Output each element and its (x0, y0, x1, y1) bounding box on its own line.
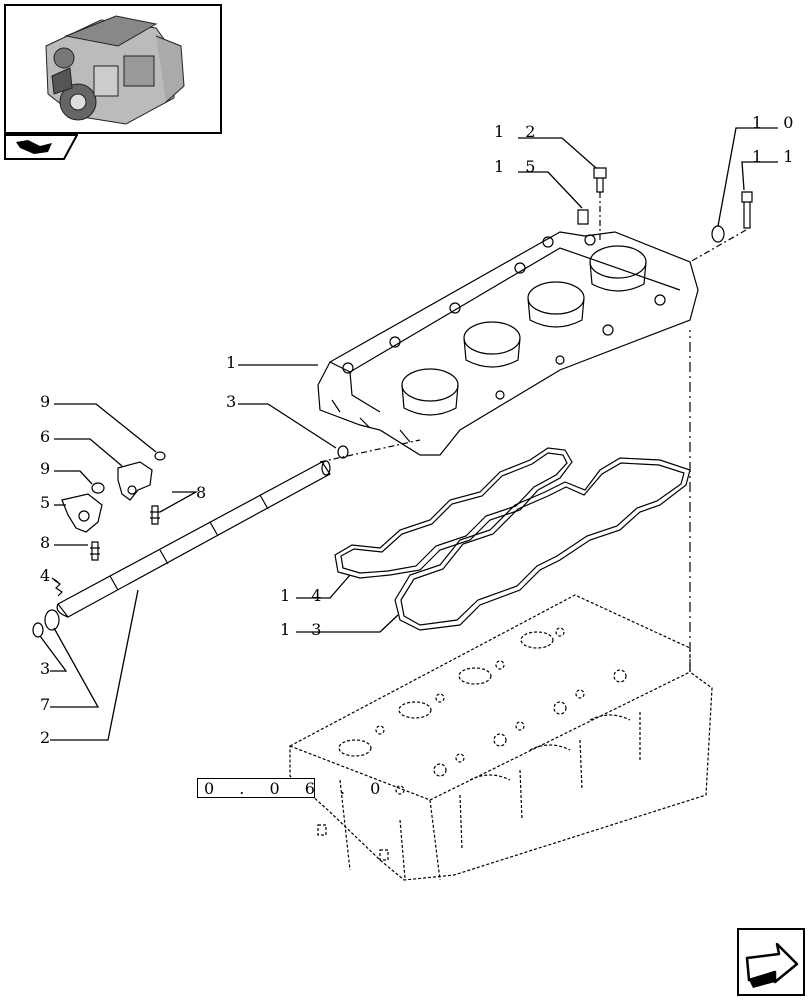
callout-14[interactable]: 1 4 (280, 586, 330, 605)
screw-8-upper (150, 505, 160, 525)
gasket-14 (334, 447, 573, 579)
rocker-shaft (56, 460, 331, 618)
bolt-11 (741, 191, 753, 229)
callout-7[interactable]: 7 (40, 695, 59, 714)
callout-4[interactable]: 4 (40, 566, 59, 585)
callout-3-lower[interactable]: 3 (40, 659, 59, 678)
callout-5[interactable]: 5 (40, 493, 59, 512)
nut-9-upper (154, 451, 166, 461)
callout-2[interactable]: 2 (40, 728, 59, 747)
plug-3-upper (337, 445, 349, 459)
nut-9-lower (91, 482, 105, 494)
callout-9-lower[interactable]: 9 (40, 459, 59, 478)
callout-13[interactable]: 1 3 (280, 620, 330, 639)
plug-3-lower (32, 622, 44, 638)
callout-15[interactable]: 1 5 (494, 157, 544, 176)
bolt-12 (593, 167, 607, 193)
callout-8-left[interactable]: 8 (40, 533, 59, 552)
plug-10 (711, 225, 725, 243)
callout-1[interactable]: 1 (226, 353, 245, 372)
rocker-arm-6 (117, 461, 153, 501)
callout-3-upper[interactable]: 3 (226, 392, 245, 411)
callout-12[interactable]: 1 2 (494, 122, 544, 141)
callout-10[interactable]: 1 0 (752, 113, 802, 132)
spring-4 (53, 579, 63, 597)
gasket-13 (394, 457, 691, 631)
rocker-housing (317, 231, 699, 456)
rocker-arm-5 (61, 493, 103, 533)
next-page-button[interactable] (737, 928, 805, 996)
callout-9-upper[interactable]: 9 (40, 392, 59, 411)
book-arrow-icon[interactable] (4, 134, 78, 160)
next-page-arrow-icon (745, 942, 799, 988)
engine-thumbnail[interactable] (4, 4, 222, 134)
nut-15 (577, 209, 589, 225)
cylinder-head (289, 330, 713, 881)
callout-8-right[interactable]: 8 (196, 483, 215, 502)
callout-11[interactable]: 1 1 (752, 147, 802, 166)
screw-8-lower (90, 541, 100, 561)
washer-7 (44, 609, 60, 631)
engine-thumbnail-icon (45, 15, 185, 125)
callout-6[interactable]: 6 (40, 427, 59, 446)
reference-link-box[interactable]: 0 . 0 6 . 0 (197, 778, 380, 798)
